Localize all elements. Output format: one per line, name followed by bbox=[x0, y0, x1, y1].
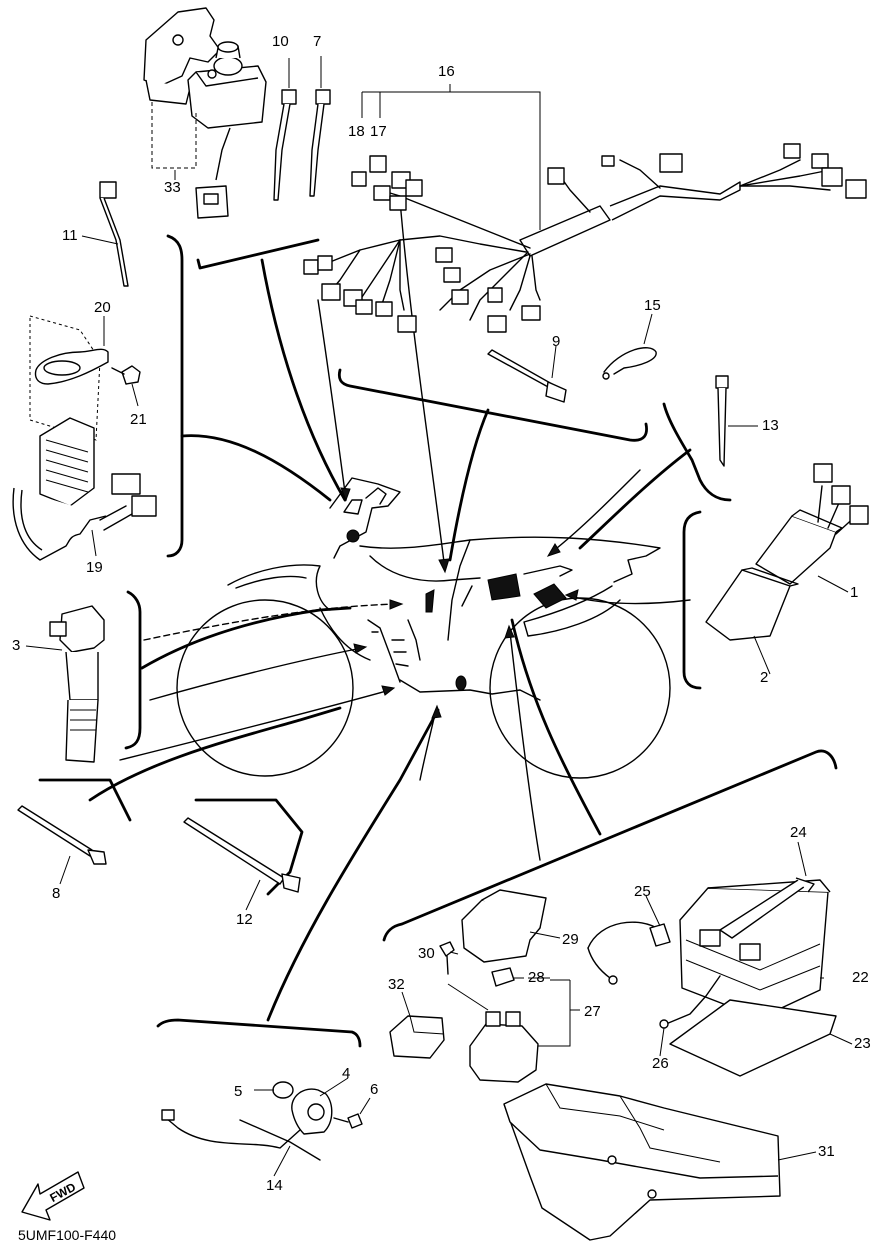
part-30-screw bbox=[439, 941, 455, 975]
callout-20: 20 bbox=[94, 299, 111, 316]
callout-13: 13 bbox=[762, 417, 779, 434]
part-25-battery-lead bbox=[587, 921, 671, 985]
part-12-cable-tie bbox=[183, 817, 301, 893]
callout-8: 8 bbox=[52, 885, 61, 902]
callout-21: 21 bbox=[130, 411, 147, 428]
callout-10: 10 bbox=[272, 33, 289, 50]
callout-5: 5 bbox=[234, 1083, 243, 1100]
part-27-starter-relay bbox=[447, 979, 571, 1083]
callout-22: 22 bbox=[852, 969, 869, 986]
callout-17: 17 bbox=[370, 123, 387, 140]
callout-25: 25 bbox=[634, 883, 651, 900]
part-8-cable-tie bbox=[17, 805, 107, 865]
callout-27: 27 bbox=[584, 1003, 601, 1020]
callout-19: 19 bbox=[86, 559, 103, 576]
callout-12: 12 bbox=[236, 911, 253, 928]
part-28-fuse bbox=[491, 967, 524, 987]
part-15-lead-wire bbox=[602, 347, 657, 380]
callout-30: 30 bbox=[418, 945, 435, 962]
part-23-battery-tray bbox=[669, 999, 837, 1077]
part-22-battery bbox=[679, 879, 831, 1019]
part-13-cable-tie bbox=[715, 375, 729, 467]
part-7-cable-tie bbox=[309, 56, 331, 197]
motorcycle-outline bbox=[176, 477, 671, 779]
callout-4: 4 bbox=[342, 1065, 351, 1082]
part-9-cable-tie bbox=[487, 349, 567, 403]
callout-31: 31 bbox=[818, 1143, 835, 1160]
leader-lines bbox=[25, 170, 853, 1177]
callout-7: 7 bbox=[313, 33, 322, 50]
group-brackets bbox=[38, 234, 838, 1048]
callout-3: 3 bbox=[12, 637, 21, 654]
harness-connectors bbox=[303, 143, 867, 333]
callout-24: 24 bbox=[790, 824, 807, 841]
pointer-arrows bbox=[119, 199, 691, 861]
callout-15: 15 bbox=[644, 297, 661, 314]
callout-18: 18 bbox=[348, 123, 365, 140]
part-11-cable-tie bbox=[99, 181, 129, 287]
part-31-battery-box bbox=[503, 1083, 781, 1241]
callout-16: 16 bbox=[438, 63, 455, 80]
part-6-screw bbox=[333, 1113, 363, 1129]
callout-6: 6 bbox=[370, 1081, 379, 1098]
part-33-assembly bbox=[143, 7, 267, 219]
part-1-cdi-unit bbox=[755, 463, 869, 585]
drawing-code: 5UMF100-F440 bbox=[18, 1227, 117, 1243]
part-3-ignition-coil bbox=[49, 605, 105, 763]
part-5-o-ring bbox=[272, 1081, 294, 1099]
callout-32: 32 bbox=[388, 976, 405, 993]
callout-23: 23 bbox=[854, 1035, 871, 1052]
part-10-cable-tie bbox=[273, 58, 297, 201]
callout-11: 11 bbox=[62, 227, 78, 244]
part-20-bracket bbox=[29, 315, 109, 441]
callout-9: 9 bbox=[552, 333, 561, 350]
part-14-lead bbox=[161, 1109, 321, 1161]
part-16-wire-harness bbox=[303, 84, 867, 333]
callout-1: 1 bbox=[850, 584, 859, 601]
part-4-sensor bbox=[291, 1088, 333, 1135]
fwd-arrow-icon: FWD bbox=[21, 1171, 85, 1221]
part-29-relay-cover bbox=[461, 889, 547, 963]
callout-14: 14 bbox=[266, 1177, 283, 1194]
part-2-cdi-cover bbox=[705, 567, 799, 641]
part-21-bolt bbox=[111, 365, 141, 385]
callout-26: 26 bbox=[652, 1055, 669, 1072]
callout-28: 28 bbox=[528, 969, 545, 986]
part-32-connector bbox=[389, 1015, 445, 1059]
callout-33: 33 bbox=[164, 179, 181, 196]
part-19-regulator bbox=[12, 417, 157, 561]
callout-2: 2 bbox=[760, 669, 769, 686]
part-24-battery-band bbox=[719, 877, 815, 939]
callout-29: 29 bbox=[562, 931, 579, 948]
